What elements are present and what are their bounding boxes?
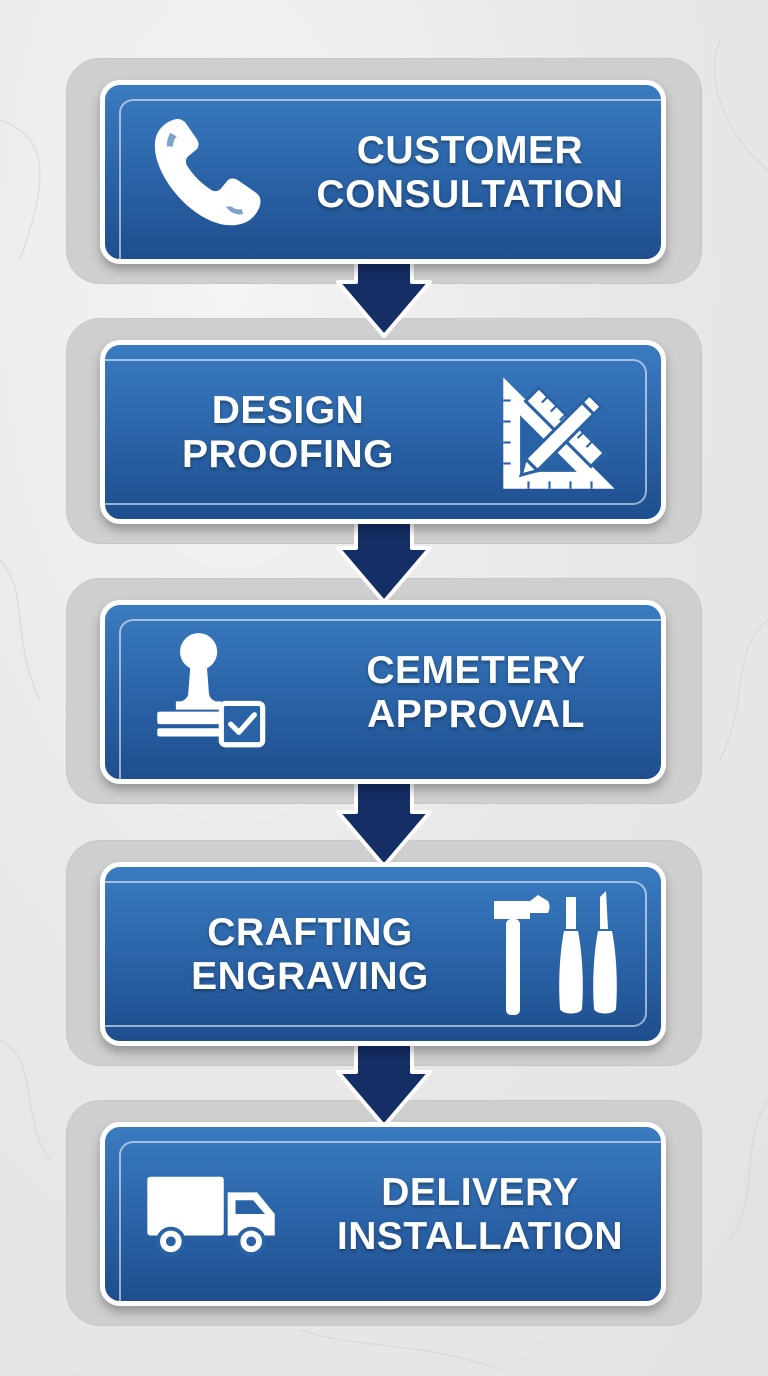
step-label: CEMETERY APPROVAL [301,649,651,737]
step-card-delivery-installation: DELIVERY INSTALLATION [100,1122,666,1306]
step-label-line1: DESIGN [211,389,365,432]
phone-icon [154,119,261,226]
step-label-line1: CUSTOMER [356,129,584,172]
step-label-line2: CONSULTATION [316,173,624,216]
step-label-line2: PROOFING [181,433,394,476]
step-card-design-proofing: DESIGN PROOFING [100,340,666,524]
step-label: CRAFTING ENGRAVING [145,911,475,999]
ruler-pencil-icon [503,377,615,489]
card-inner-outline [119,99,661,259]
step-label-line2: ENGRAVING [191,955,429,998]
step-label-line2: APPROVAL [367,693,585,736]
truck-icon [147,1176,275,1257]
step-card-customer-consultation: CUSTOMER CONSULTATION [100,80,666,264]
step-label: DESIGN PROOFING [133,389,443,477]
card-inner-outline [105,359,647,505]
card-inner-outline [119,619,661,779]
step-label-line1: DELIVERY [381,1171,579,1214]
step-card-crafting-engraving: CRAFTING ENGRAVING [100,862,666,1046]
step-label-line1: CRAFTING [207,911,413,954]
step-label-line1: CEMETERY [366,649,586,692]
card-inner-outline [119,1141,661,1301]
step-label-line2: INSTALLATION [336,1215,624,1258]
step-card-cemetery-approval: CEMETERY APPROVAL [100,600,666,784]
tools-icon [494,891,617,1015]
step-label: CUSTOMER CONSULTATION [295,129,645,217]
stamp-approval-icon [157,633,266,748]
card-inner-outline [105,881,647,1027]
step-label: DELIVERY INSTALLATION [305,1171,655,1259]
